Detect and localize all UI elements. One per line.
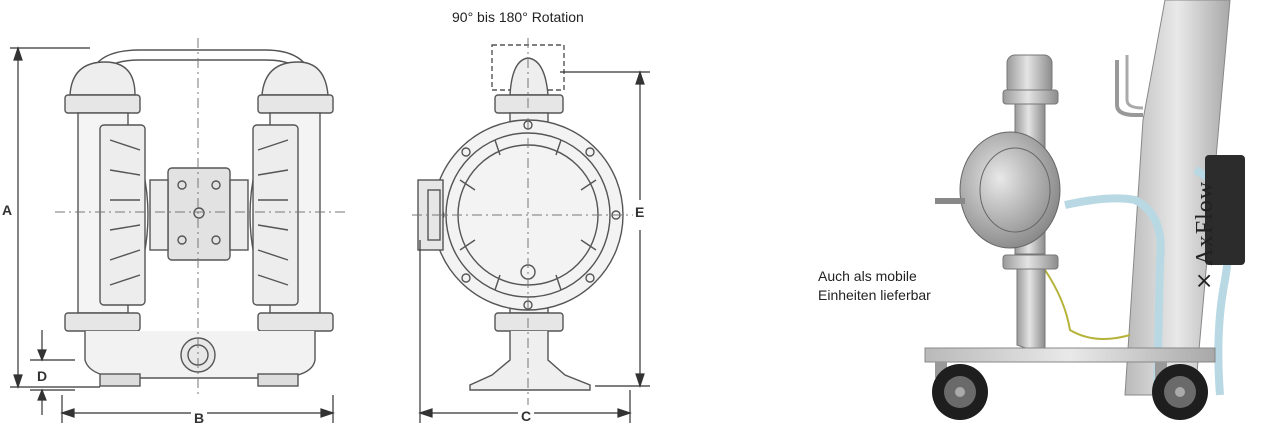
dimension-d-label: D (37, 368, 48, 384)
axflow-logo-mark-icon: ⨯ (1192, 271, 1217, 290)
caption-line-2: Einheiten lieferbar (818, 287, 931, 303)
mobile-unit-caption: Auch als mobile Einheiten lieferbar (818, 267, 931, 305)
dimension-b-label: B (191, 410, 208, 426)
dimension-c-label: C (518, 408, 535, 424)
caption-line-1: Auch als mobile (818, 268, 917, 284)
pump-front-view-drawing (10, 38, 345, 423)
mobile-pump-unit-photo (924, 0, 1245, 420)
dimension-a-label: A (0, 202, 15, 218)
pump-side-view-drawing (412, 38, 650, 423)
dimension-e-label: E (633, 204, 647, 220)
axflow-logo: ⨯ AxFlow (1190, 140, 1220, 290)
axflow-brand-text: AxFlow (1191, 180, 1218, 266)
rotation-note: 90° bis 180° Rotation (452, 9, 584, 25)
